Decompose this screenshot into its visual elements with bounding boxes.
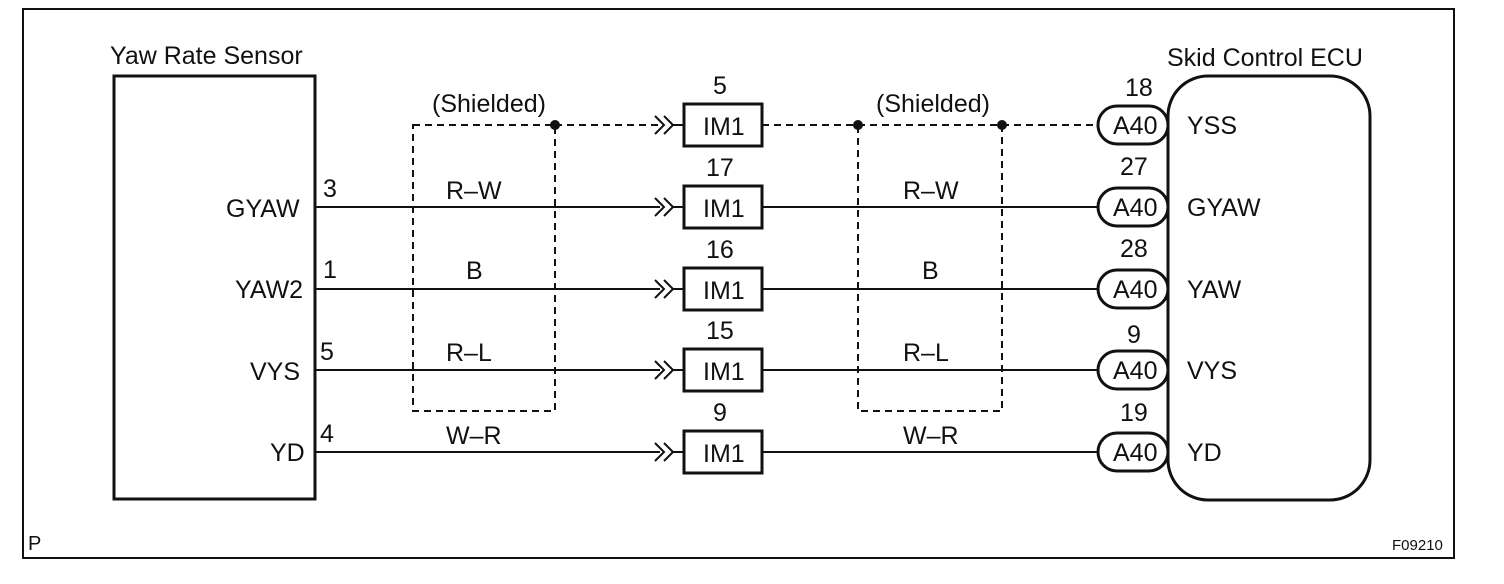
a40-connector [1096, 104, 1170, 146]
sensor-pin: 5 [320, 338, 334, 366]
shield-label-left: (Shielded) [432, 90, 546, 118]
a40-label: A40 [1113, 357, 1157, 385]
a40-label: A40 [1113, 194, 1157, 222]
a40-pin: 28 [1120, 235, 1148, 263]
sensor-signal: VYS [250, 358, 300, 386]
a40-label: A40 [1113, 276, 1157, 304]
a40-connector [1096, 268, 1170, 310]
sensor-title: Yaw Rate Sensor [110, 42, 303, 70]
diagram-frame [22, 8, 1455, 559]
yaw-rate-sensor-box [112, 74, 317, 501]
circuit-row-vys: VYS 5 R–L IM1 15 R–L A40 9 VYS [250, 317, 1237, 393]
circuit-row-yss: IM1 5 A40 18 YSS [555, 72, 1237, 148]
im1-pin: 9 [713, 399, 727, 427]
ecu-signal: GYAW [1187, 194, 1261, 222]
im1-label: IM1 [703, 113, 745, 141]
sensor-signal: GYAW [226, 195, 300, 223]
im1-pin: 16 [706, 236, 734, 264]
wire-color-right: R–W [903, 177, 959, 205]
a40-connector [1096, 349, 1170, 391]
sensor-signal: YD [270, 439, 305, 467]
sensor-pin: 4 [320, 420, 334, 448]
a40-connector [1096, 186, 1170, 228]
ecu-signal: YSS [1187, 112, 1237, 140]
shield-label-right: (Shielded) [876, 90, 990, 118]
shield-left [412, 120, 560, 412]
circuit-row-yd: YD 4 W–R IM1 9 W–R A40 19 YD [270, 399, 1222, 475]
corner-mark: P [28, 533, 41, 555]
sensor-signal: YAW2 [235, 276, 303, 304]
wire-color-left: R–L [446, 339, 492, 367]
ecu-signal: YD [1187, 439, 1222, 467]
im1-label: IM1 [703, 440, 745, 468]
circuit-row-yaw: YAW2 1 B IM1 16 B A40 28 YAW [235, 235, 1242, 312]
wire-color-left: B [466, 257, 483, 285]
a40-pin: 27 [1120, 153, 1148, 181]
wire-color-left: R–W [446, 177, 502, 205]
a40-pin: 18 [1125, 74, 1153, 102]
a40-label: A40 [1113, 439, 1157, 467]
im1-label: IM1 [703, 277, 745, 305]
wire-color-right: B [922, 257, 939, 285]
wire-color-right: R–L [903, 339, 949, 367]
ecu-signal: VYS [1187, 357, 1237, 385]
ecu-signal: YAW [1187, 276, 1242, 304]
ecu-title: Skid Control ECU [1167, 44, 1363, 72]
a40-pin: 9 [1127, 321, 1141, 349]
a40-pin: 19 [1120, 399, 1148, 427]
wire-color-left: W–R [446, 422, 502, 450]
sensor-pin: 1 [323, 256, 337, 284]
sensor-pin: 3 [323, 175, 337, 203]
im1-pin: 15 [706, 317, 734, 345]
a40-label: A40 [1113, 112, 1157, 140]
im1-label: IM1 [703, 358, 745, 386]
im1-pin: 17 [706, 154, 734, 182]
circuit-row-gyaw: GYAW 3 R–W IM1 17 R–W A40 27 GYAW [226, 153, 1261, 230]
im1-label: IM1 [703, 195, 745, 223]
im1-pin: 5 [713, 72, 727, 100]
a40-connector [1096, 431, 1170, 473]
figure-code: F09210 [1392, 537, 1443, 554]
wire-color-right: W–R [903, 422, 959, 450]
